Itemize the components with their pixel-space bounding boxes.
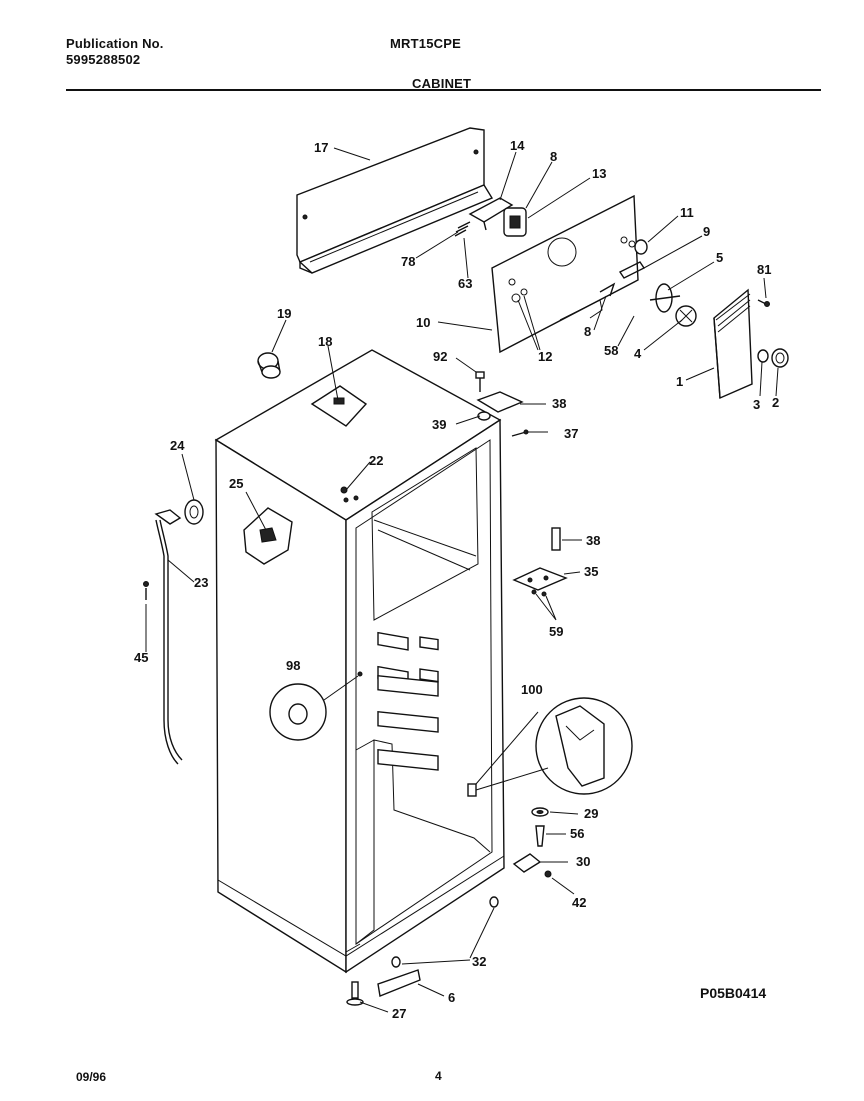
part-14-bracket [468,197,514,231]
header-rule [66,89,821,91]
callout-14: 14 [510,138,525,153]
part-29-washer [531,807,549,817]
footer-date: 09/96 [76,1070,107,1084]
page-number: 4 [435,1069,442,1083]
callout-42: 42 [572,895,586,910]
part-56-pin [535,825,545,847]
callout-78: 78 [401,254,415,269]
leader-lines [145,147,779,1013]
part-27-leveler [346,981,364,1006]
part-19-cap [257,352,281,379]
section-title: CABINET [412,76,472,91]
part-36-pin [551,527,561,551]
part-37-pin [511,429,529,437]
callout-27: 27 [392,1006,406,1021]
callout-30: 30 [576,854,590,869]
callout-17: 17 [314,140,328,155]
model-number: MRT15CPE [390,36,461,51]
callout-12: 12 [538,349,552,364]
part-11-grommet [634,239,648,255]
part-92-screw [475,371,485,392]
part-100-latch [467,697,633,797]
callout-1: 1 [676,374,683,389]
callout-63: 63 [458,276,472,291]
callout-13: 13 [592,166,606,181]
part-39-washer [477,411,491,421]
callout-8: 8 [550,149,557,164]
part-24-disc [184,499,204,525]
callout-5: 5 [716,250,723,265]
callout-9: 9 [703,224,710,239]
diagram-code: P05B0414 [700,985,767,1001]
part-23-tube [154,509,183,765]
callout-98: 98 [286,658,300,673]
callout-18: 18 [318,334,332,349]
callout-38-top: 38 [552,396,566,411]
publication-label: Publication No. [66,36,164,51]
part-42-screw [544,870,552,878]
callout-45: 45 [134,650,148,665]
callout-39: 39 [432,417,446,432]
part-81-screw [757,299,770,307]
callout-100: 100 [521,682,543,697]
publication-number: 5995288502 [66,52,141,67]
part-3-nut [757,349,769,363]
callout-58: 58 [604,343,618,358]
callout-6: 6 [448,990,455,1005]
part-59-screws [531,589,547,597]
part-13-control [503,207,527,237]
callout-11: 11 [680,205,694,220]
part-38-hinge-top [476,391,524,413]
part-18-bracket [310,385,368,427]
part-35-hinge-center [512,567,568,591]
callout-29: 29 [584,806,598,821]
callout-10: 10 [416,315,430,330]
part-10-panel [491,194,639,354]
part-98-plug [269,671,363,741]
part-30-hinge-bottom [512,853,542,873]
callout-23: 23 [194,575,208,590]
part-5-fan [649,283,681,313]
callout-81: 81 [757,262,771,277]
callout-2: 2 [772,395,779,410]
part-2-ring [771,348,789,368]
callout-labels: 17 14 8 13 11 9 5 81 78 63 10 12 8 58 4 … [134,138,779,1021]
callout-56: 56 [570,826,584,841]
callout-24: 24 [170,438,185,453]
part-25-patch [243,507,293,565]
part-6-grille [377,969,421,997]
callout-3: 3 [753,397,760,412]
callout-37: 37 [564,426,578,441]
callout-25: 25 [229,476,243,491]
callout-8-lower: 8 [584,324,591,339]
callout-19: 19 [277,306,291,321]
part-78-63-springs [454,221,471,237]
part-32-plugs [391,896,499,968]
interior-rails [377,631,439,771]
part-45-screw [143,581,149,600]
callout-4: 4 [634,346,642,361]
callout-22: 22 [369,453,383,468]
callout-92: 92 [433,349,447,364]
callout-32: 32 [472,954,486,969]
part-1-cover [713,288,753,400]
callout-38-center: 38 [586,533,600,548]
part-17-top-trim [296,127,494,274]
cabinet-body [214,349,505,974]
callout-59: 59 [549,624,563,639]
callout-35: 35 [584,564,598,579]
